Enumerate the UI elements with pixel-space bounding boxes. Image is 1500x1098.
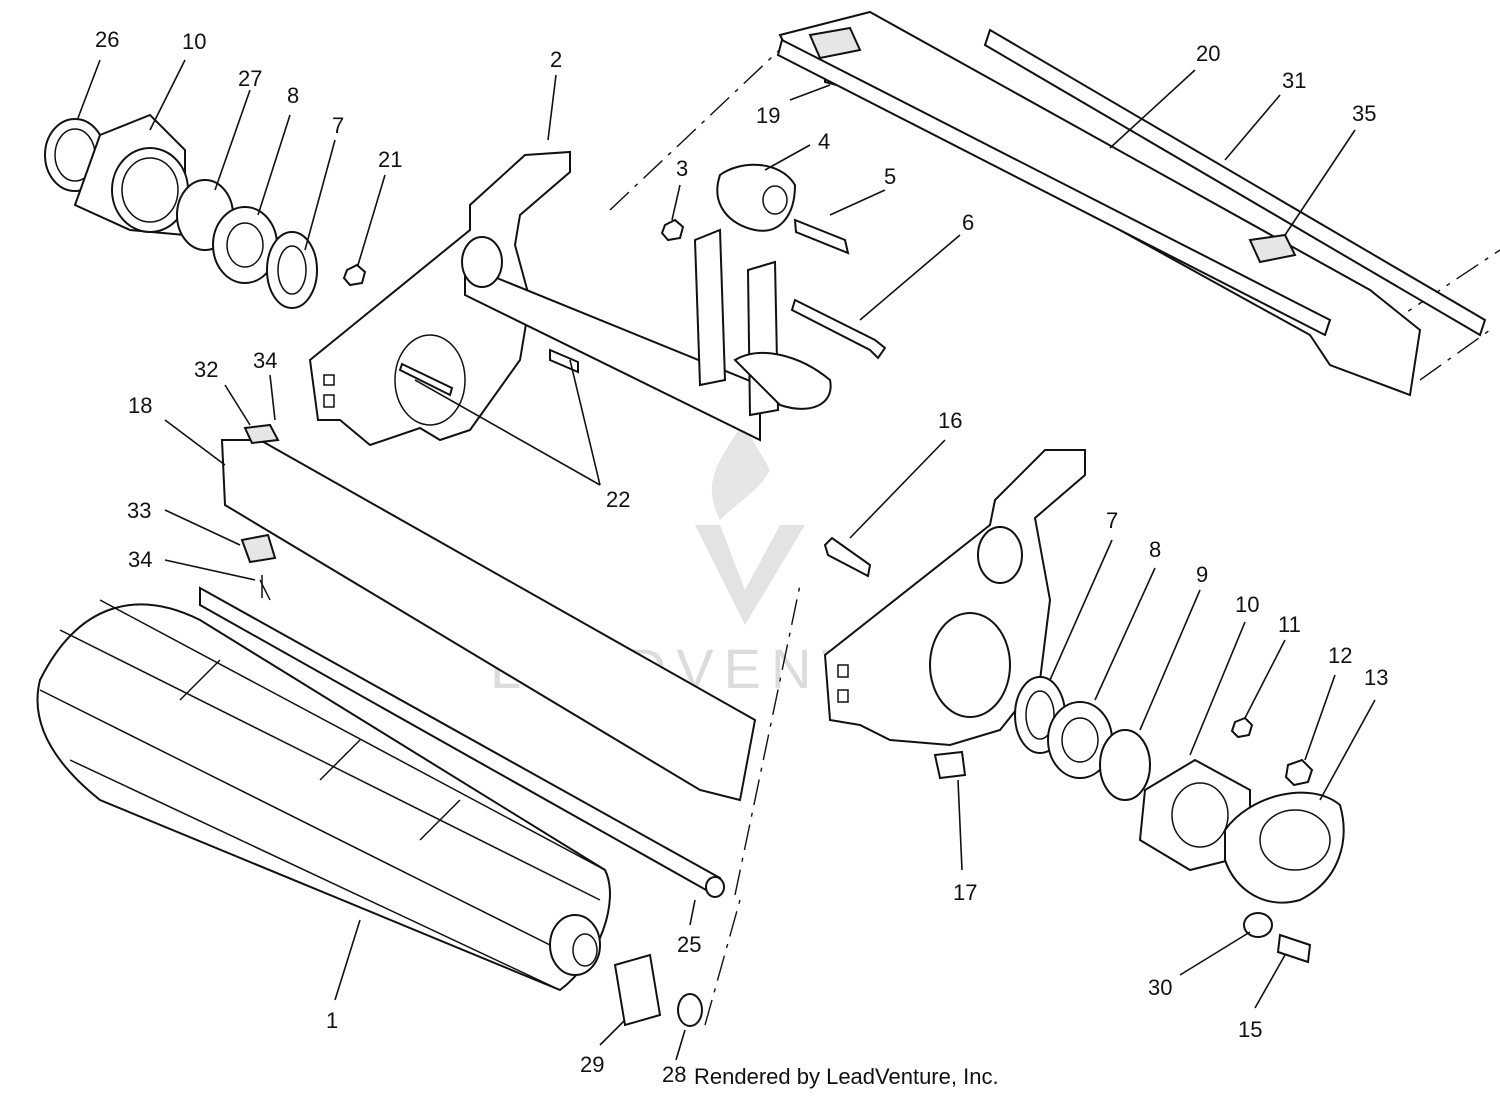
part-17-bolt xyxy=(933,750,967,780)
callout-13: 13 xyxy=(1364,665,1388,690)
callout-2: 2 xyxy=(550,47,562,72)
part-3-nut xyxy=(660,218,685,242)
callout-30: 30 xyxy=(1148,975,1172,1000)
part-20-bedbar xyxy=(776,38,1332,337)
callout-6: 6 xyxy=(962,210,974,235)
callout-35: 35 xyxy=(1352,101,1376,126)
height-bracket xyxy=(693,228,832,417)
part-12-nut xyxy=(1284,758,1314,787)
callout-3: 3 xyxy=(676,156,688,181)
callout-7: 7 xyxy=(332,113,344,138)
callout-5: 5 xyxy=(884,164,896,189)
callout-1: 1 xyxy=(326,1008,338,1033)
leader-lines xyxy=(77,59,1376,1061)
watermark-flame-icon xyxy=(711,420,770,520)
callout-16: 16 xyxy=(938,408,962,433)
credit-text: Rendered by LeadVenture, Inc. xyxy=(694,1064,999,1089)
callout-34-bottom: 34 xyxy=(128,547,152,572)
main-tube xyxy=(461,236,761,442)
part-31-bedknife xyxy=(983,28,1487,337)
part-5-spacer xyxy=(793,218,850,255)
callout-11: 11 xyxy=(1278,612,1301,637)
part-21-nut xyxy=(342,263,367,287)
callout-21: 21 xyxy=(378,147,402,172)
callout-29: 29 xyxy=(580,1052,604,1077)
callout-12: 12 xyxy=(1328,643,1352,668)
watermark-v-icon xyxy=(695,525,805,625)
callout-15: 15 xyxy=(1238,1017,1262,1042)
part-28-retaining-ring xyxy=(677,993,703,1027)
callout-9: 9 xyxy=(1196,562,1208,587)
part-11-nut xyxy=(1230,716,1254,739)
callout-32: 32 xyxy=(194,357,218,382)
part-30-washer xyxy=(1243,912,1273,938)
callout-10: 10 xyxy=(182,29,206,54)
callout-8-right: 8 xyxy=(1149,537,1161,562)
callout-33: 33 xyxy=(127,498,151,523)
callout-10-right: 10 xyxy=(1235,592,1259,617)
callout-34-top: 34 xyxy=(253,348,277,373)
part-1-reel xyxy=(36,599,611,992)
part-25-shaft xyxy=(199,586,725,898)
callout-4: 4 xyxy=(818,129,830,154)
callout-19: 19 xyxy=(756,103,780,128)
side-plate-right xyxy=(823,449,1086,747)
part-16-bolt xyxy=(823,536,872,578)
part-9-ring xyxy=(1099,729,1151,801)
part-15-bolt xyxy=(1276,933,1312,964)
callout-27: 27 xyxy=(238,66,262,91)
part-10-housing-left xyxy=(73,113,189,237)
callout-31: 31 xyxy=(1282,68,1306,93)
part-33-clip xyxy=(240,533,277,564)
callout-28: 28 xyxy=(662,1062,686,1087)
callout-8: 8 xyxy=(287,83,299,108)
part-4-roller xyxy=(716,163,797,232)
callout-26: 26 xyxy=(95,27,119,52)
callout-7-right: 7 xyxy=(1106,508,1118,533)
callout-17: 17 xyxy=(953,880,977,905)
callout-labels: 26 10 27 8 7 21 2 3 4 5 6 19 20 31 35 32… xyxy=(95,27,1388,1087)
callout-18: 18 xyxy=(128,393,152,418)
part-8-bearing-right xyxy=(1047,701,1113,779)
callout-20: 20 xyxy=(1196,41,1220,66)
part-7-seal-left xyxy=(266,231,318,309)
part-29-sleeve xyxy=(613,953,662,1027)
part-18-shield xyxy=(220,423,757,802)
part-35-block xyxy=(1248,233,1297,264)
part-6-bolt xyxy=(790,298,887,360)
callout-22: 22 xyxy=(606,487,630,512)
part-13-cover xyxy=(1224,791,1345,904)
callout-25: 25 xyxy=(677,932,701,957)
